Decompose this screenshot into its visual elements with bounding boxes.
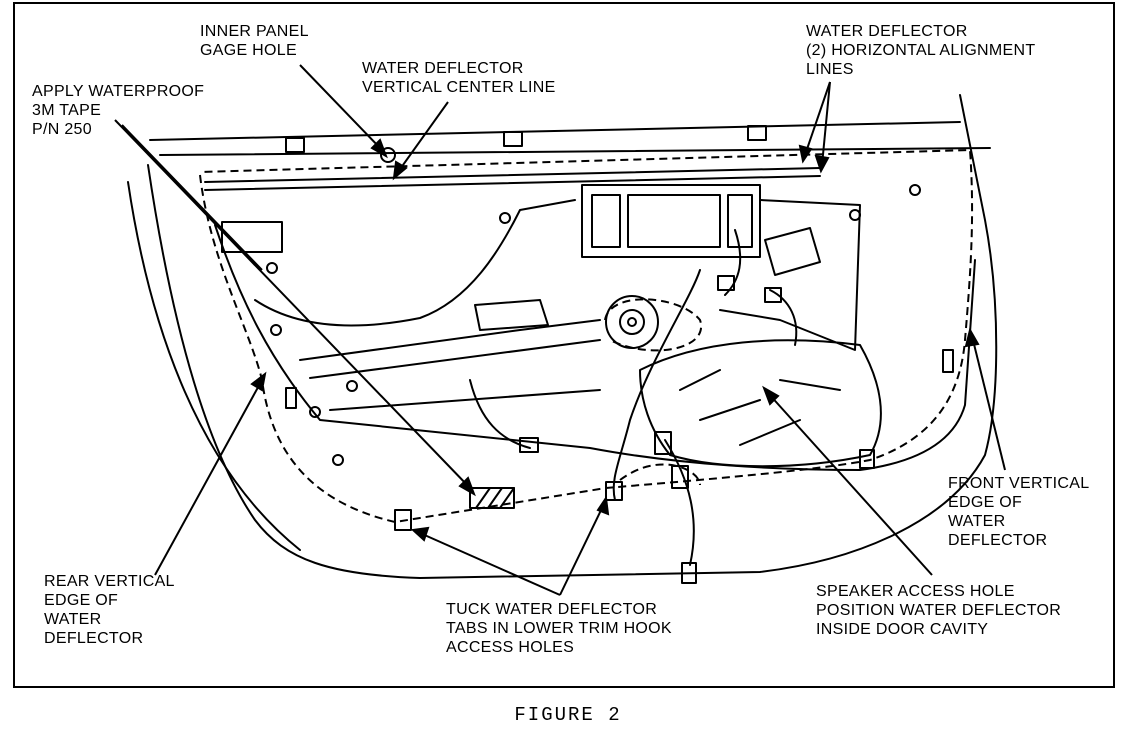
- leader-rear-edge: [154, 379, 263, 576]
- hole-6: [499, 212, 511, 224]
- connector-6: [764, 287, 782, 303]
- figure-caption: FIGURE 2: [514, 704, 622, 726]
- crumple-lines: [679, 369, 841, 446]
- arrow-center-line: [392, 160, 408, 181]
- window-rail-3: [204, 167, 821, 183]
- crumpled-sheet: [639, 339, 882, 468]
- regulator-pivot-inner: [619, 309, 645, 335]
- connector-5: [717, 275, 735, 291]
- arrow-speaker: [762, 385, 780, 406]
- hole-2: [270, 324, 282, 336]
- arrow-rear-edge: [250, 371, 267, 392]
- label-inner-panel-gage-hole: INNER PANEL GAGE HOLE: [200, 23, 309, 59]
- leader-tape-1: [114, 119, 471, 489]
- connector-1: [654, 431, 672, 455]
- clip-3: [747, 125, 767, 141]
- wire-harness-3: [769, 289, 798, 346]
- regulator-pivot-core: [627, 317, 637, 327]
- wire-harness-5: [664, 439, 695, 566]
- arrow-tuck-2: [596, 495, 610, 516]
- hole-7: [909, 184, 921, 196]
- hole-5: [346, 380, 358, 392]
- small-slot-front: [942, 349, 954, 373]
- door-outer-shell: [147, 94, 998, 579]
- lower-hook-outline: [619, 463, 701, 486]
- clip-2: [503, 131, 523, 147]
- window-rail-top: [149, 121, 961, 141]
- label-tuck-water-deflector-tabs: TUCK WATER DEFLECTOR TABS IN LOWER TRIM …: [446, 601, 672, 656]
- lower-tab-right: [605, 481, 623, 501]
- hole-1: [266, 262, 278, 274]
- arrow-gage-hole: [370, 138, 388, 159]
- panel-rail-c: [329, 389, 601, 411]
- connector-3: [681, 562, 697, 584]
- motor: [764, 227, 821, 276]
- arrow-front-edge: [964, 327, 980, 348]
- label-rear-vertical-edge: REAR VERTICAL EDGE OF WATER DEFLECTOR: [44, 573, 175, 647]
- panel-cutout: [254, 199, 576, 327]
- leader-center-line: [397, 101, 449, 173]
- small-slot: [285, 387, 297, 409]
- label-front-vertical-edge: FRONT VERTICAL EDGE OF WATER DEFLECTOR: [948, 475, 1090, 549]
- leader-horizontal-2: [821, 81, 831, 166]
- door-inner-edge: [127, 181, 301, 551]
- wire-harness-1: [612, 269, 701, 501]
- bracket: [474, 299, 549, 331]
- label-apply-waterproof-tape: APPLY WATERPROOF 3M TAPE P/N 250: [32, 83, 205, 138]
- label-water-deflector-vertical-center-line: WATER DEFLECTOR VERTICAL CENTER LINE: [362, 60, 556, 96]
- window-rail-4: [204, 175, 821, 191]
- lower-tab-front: [859, 449, 875, 469]
- connector-2: [671, 465, 689, 489]
- arrow-tuck-1: [410, 526, 430, 542]
- regulator-pivot: [605, 295, 659, 349]
- lower-tab-left: [394, 509, 412, 531]
- waterproof-tape: [469, 487, 515, 509]
- hole-8: [849, 209, 861, 221]
- switch-inner-2: [627, 194, 721, 248]
- arrow-horizontal-2: [814, 154, 830, 174]
- hole-4: [332, 454, 344, 466]
- gage-hole: [380, 147, 396, 163]
- latch-block: [221, 221, 283, 253]
- connector-4: [519, 437, 539, 453]
- clip-1: [285, 137, 305, 153]
- regulator-arm: [719, 199, 861, 351]
- speaker-hole-outline: [604, 298, 703, 352]
- label-speaker-access-hole: SPEAKER ACCESS HOLE POSITION WATER DEFLE…: [816, 583, 1062, 638]
- leader-horizontal-1: [804, 81, 831, 156]
- panel-rail-a: [299, 319, 601, 361]
- leader-tuck-1: [419, 532, 561, 596]
- hole-3: [309, 406, 321, 418]
- window-rail-2: [159, 147, 991, 156]
- leader-tape-2: [121, 124, 263, 271]
- switch-inner-1: [591, 194, 621, 248]
- leader-speaker: [767, 392, 933, 576]
- deflector-outline: [199, 148, 974, 524]
- arrow-horizontal-1: [798, 144, 813, 164]
- tape-hatch: [475, 487, 515, 509]
- arrow-tape-1: [458, 476, 476, 497]
- panel-rail-b: [309, 339, 601, 379]
- leader-gage-hole: [299, 64, 383, 151]
- label-water-deflector-horizontal-alignment-lines: WATER DEFLECTOR (2) HORIZONTAL ALIGNMENT…: [806, 23, 1036, 78]
- switch-inner-3: [727, 194, 753, 248]
- switch-housing: [581, 184, 761, 258]
- leader-tuck-2: [559, 503, 605, 596]
- leader-front-edge: [971, 335, 1006, 471]
